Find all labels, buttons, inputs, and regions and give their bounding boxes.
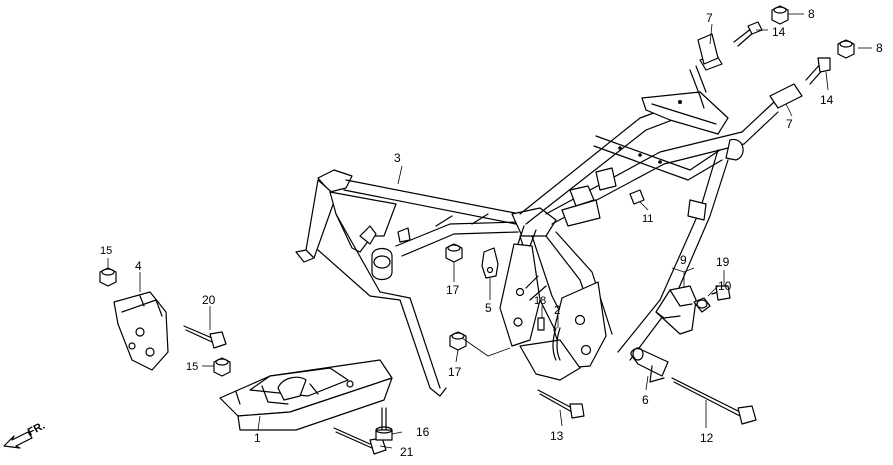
bolt-12[interactable] <box>671 377 757 425</box>
callout-18: 18 <box>534 295 546 307</box>
callout-10: 10 <box>718 279 732 293</box>
callout-1: 1 <box>254 431 261 445</box>
callout-16: 16 <box>416 425 430 439</box>
callout-5: 5 <box>485 301 492 315</box>
callout-8-lower: 8 <box>876 41 883 55</box>
callout-17-lower: 17 <box>448 365 462 379</box>
callout-2: 2 <box>554 303 561 317</box>
callout-15-upper: 15 <box>100 245 112 257</box>
bracket-5[interactable] <box>481 247 499 279</box>
callout-7-upper: 7 <box>706 11 713 25</box>
nut-15-lower[interactable] <box>213 357 231 377</box>
direction-label: FR. <box>26 420 47 439</box>
clip-2[interactable] <box>552 327 561 361</box>
collar-6[interactable] <box>630 347 669 383</box>
engine-mount-bracket[interactable] <box>113 291 169 371</box>
callout-11: 11 <box>642 213 653 225</box>
bolt-13[interactable] <box>537 389 585 419</box>
callout-14-lower: 14 <box>820 93 834 107</box>
callout-6: 6 <box>642 393 649 407</box>
sleeve-7-lower[interactable] <box>769 83 803 109</box>
callout-8-upper: 8 <box>808 7 815 21</box>
guard-9[interactable] <box>655 285 697 335</box>
sleeve-7-upper[interactable] <box>697 33 723 71</box>
callout-20: 20 <box>202 293 216 307</box>
callout-14-upper: 14 <box>772 25 786 39</box>
callout-21: 21 <box>400 445 414 459</box>
bolt-20[interactable] <box>183 325 227 349</box>
callout-4: 4 <box>135 259 142 273</box>
leader-lines <box>107 13 872 449</box>
callout-7-lower: 7 <box>786 117 793 131</box>
frame-body[interactable] <box>295 65 779 397</box>
nut-8-upper[interactable] <box>771 5 789 25</box>
bolt-16[interactable] <box>375 407 393 441</box>
pin-18[interactable] <box>537 317 545 331</box>
callout-9: 9 <box>680 253 687 267</box>
callout-3: 3 <box>394 151 401 165</box>
callout-13: 13 <box>550 429 564 443</box>
nut-8-lower[interactable] <box>837 39 855 59</box>
callout-17-upper: 17 <box>446 283 460 297</box>
nut-15-upper[interactable] <box>99 267 117 287</box>
callout-12: 12 <box>700 431 714 445</box>
callout-15-lower: 15 <box>186 361 198 373</box>
bolt-10[interactable] <box>693 297 711 313</box>
nut-17-lower[interactable] <box>449 331 467 351</box>
bolt-21[interactable] <box>333 427 387 455</box>
skid-plate[interactable] <box>219 359 393 431</box>
bolt-14-lower[interactable] <box>805 57 831 85</box>
bolt-14-upper[interactable] <box>733 21 763 47</box>
callout-19: 19 <box>716 255 730 269</box>
clip-11[interactable] <box>629 189 645 205</box>
front-direction-arrow: FR. <box>3 420 47 449</box>
nut-17-upper[interactable] <box>445 243 463 263</box>
callout-labels: 3 4 15 20 15 1 21 16 17 17 5 18 2 13 6 1… <box>100 7 883 459</box>
